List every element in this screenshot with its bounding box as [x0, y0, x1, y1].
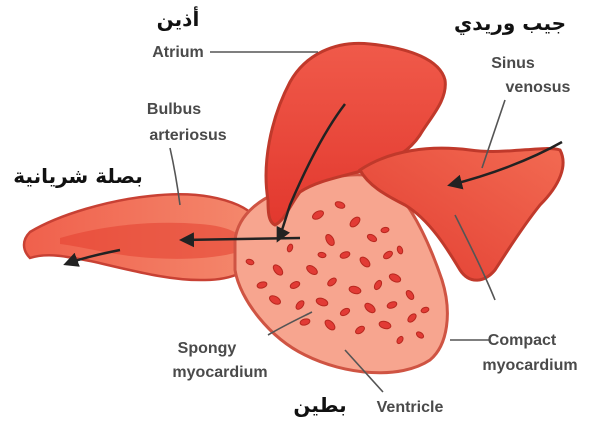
bulbus-arabic-label: بصلة شريانية	[13, 164, 142, 188]
ventricle-label: Ventricle	[377, 399, 444, 416]
compact-label-line1: Compact	[488, 332, 557, 349]
sinus-label-line2: venosus	[506, 79, 571, 96]
atrium-arabic-label: أذين	[157, 5, 200, 31]
sinus-label-line1: Sinus	[491, 55, 535, 72]
bulbus-label-line2: arteriosus	[149, 127, 226, 144]
spongy-label-line2: myocardium	[172, 364, 267, 381]
ventricle-arabic-label: بطين	[293, 393, 346, 417]
compact-label-line2: myocardium	[482, 357, 577, 374]
sinus-arabic-label: جيب وريدي	[454, 11, 566, 36]
atrium-label: Atrium	[152, 44, 204, 61]
spongy-label-line1: Spongy	[178, 340, 237, 357]
bulbus-label-line1: Bulbus	[147, 101, 201, 118]
